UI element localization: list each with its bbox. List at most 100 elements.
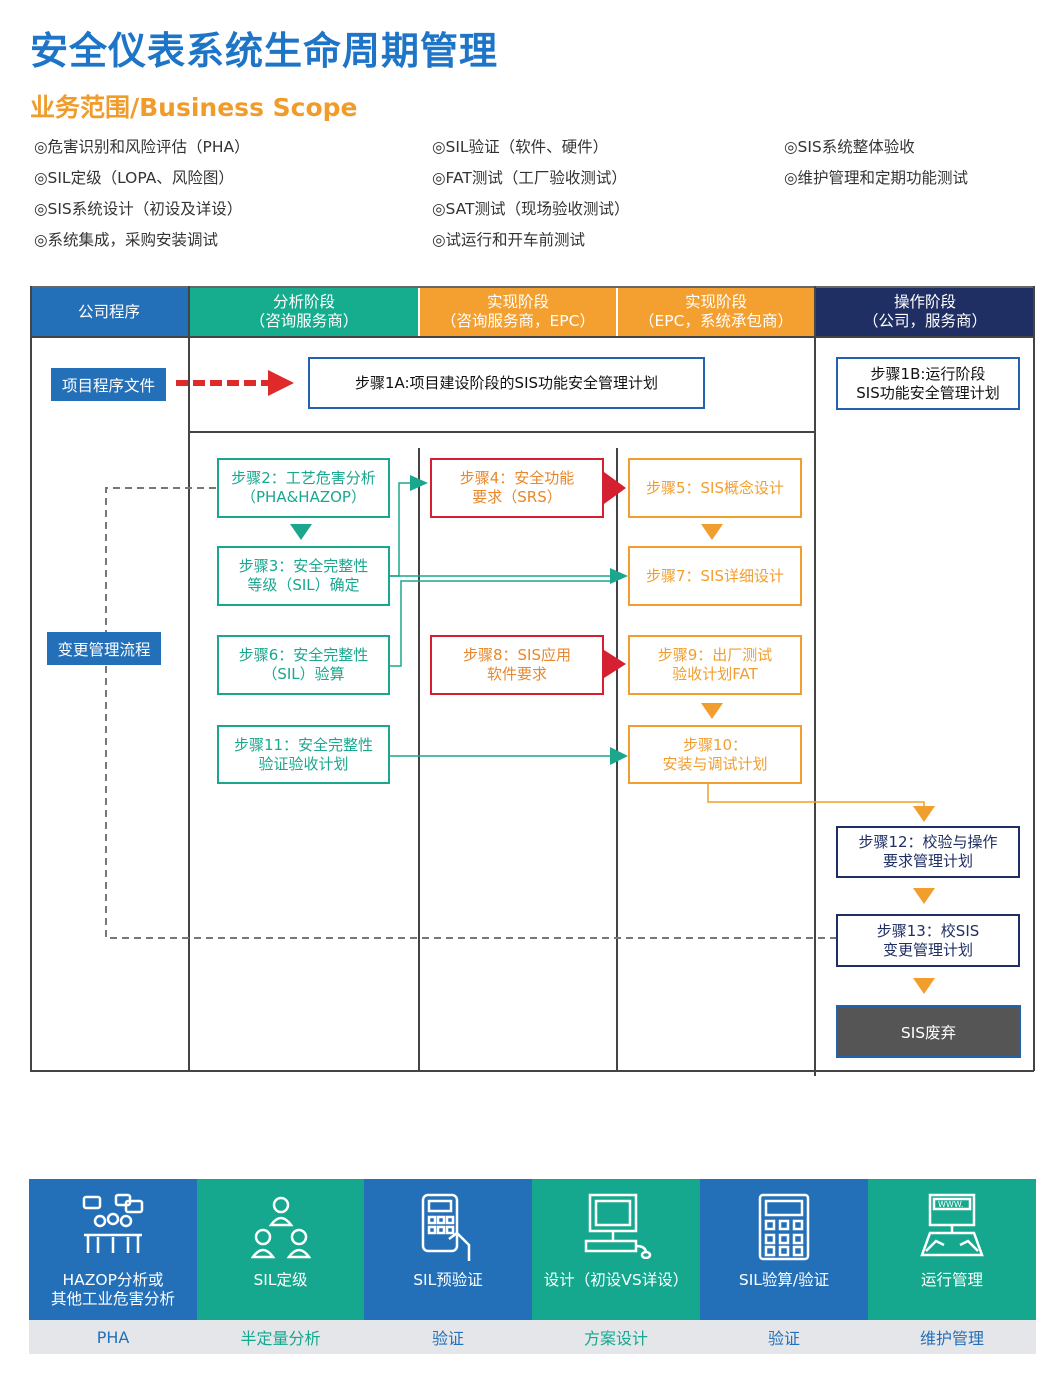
step-4-line2: 要求（SRS） [472,488,562,506]
tile-pha-line2: 其他工业危害分析 [50,1290,175,1308]
step-12-box: 步骤12：校验与操作 要求管理计划 [836,826,1020,878]
tile-design-label: 设计（初设VS详设） [543,1271,689,1289]
header-impl1-line1: 实现阶段 [486,293,549,311]
scope-item: ◎系统集成，采购安装调试 [34,231,219,249]
step-11-line2: 验证验收计划 [258,754,349,773]
change-management-label: 变更管理流程 [47,632,161,665]
frame-col1 [188,286,190,1071]
step-1a-label: 步骤1A:项目建设阶段的SIS功能安全管理计划 [354,373,659,392]
scope-item: ◎SIS系统整体验收 [784,138,915,156]
step-1b-line2: SIS功能安全管理计划 [856,383,1000,402]
header-analysis: 分析阶段 （咨询服务商） [190,288,418,336]
tile-sil-rating-sub: 半定量分析 [197,1320,364,1354]
people-hierarchy-icon [250,1193,311,1263]
step-3-line1: 步骤3：安全完整性 [238,557,369,575]
scope-item: ◎试运行和开车前测试 [432,231,586,249]
header-analysis-line1: 分析阶段 [272,293,335,311]
scope-item: ◎FAT测试（工厂验收测试） [432,169,627,187]
scope-item: ◎危害识别和风险评估（PHA） [34,138,250,156]
step-1a-box: 步骤1A:项目建设阶段的SIS功能安全管理计划 [308,357,705,409]
header-company-label: 公司程序 [77,302,140,321]
step-10-box: 步骤10： 安装与调试计划 [628,725,802,784]
step-8-line2: 软件要求 [486,665,547,683]
frame-mid-line [188,431,816,433]
step-3-box: 步骤3：安全完整性 等级（SIL）确定 [217,546,390,606]
flow-connectors [105,370,935,994]
frame-col4 [814,286,816,1076]
step-3-line2: 等级（SIL）确定 [247,576,360,594]
tile-pha-line1: HAZOP分析或 [62,1271,164,1289]
meeting-icon [78,1193,148,1263]
scope-item: ◎SIL验证（软件、硬件） [432,138,609,156]
step-5-box: 步骤5：SIS概念设计 [628,458,802,518]
handheld-device-icon [413,1193,483,1267]
tile-design-sub: 方案设计 [532,1320,700,1354]
step-6-line2: （SIL）验算 [262,665,345,683]
step-13-box: 步骤13：校SIS 变更管理计划 [836,914,1020,967]
header-ops-line2: （公司，服务商） [862,312,987,330]
sis-scrap-box: SIS废弃 [836,1005,1021,1058]
frame-header-bottom [30,336,1034,338]
header-impl1-line2: （咨询服务商，EPC） [441,312,595,330]
step-13-line1: 步骤13：校SIS [876,921,980,940]
step-1b-box: 步骤1B:运行阶段 SIS功能安全管理计划 [836,357,1020,410]
step-2-line1: 步骤2：工艺危害分析 [231,469,376,487]
step-12-line2: 要求管理计划 [882,852,973,870]
frame-top [30,286,1034,288]
tile-sil-calc-sub: 验证 [700,1320,868,1354]
tile-design: 设计（初设VS详设） [532,1179,700,1320]
svg-text:WWW.: WWW. [938,1200,963,1209]
header-analysis-line2: （咨询服务商） [249,312,359,330]
page-subtitle: 业务范围/Business Scope [30,93,358,122]
step-11-line1: 步骤11：安全完整性 [233,735,374,754]
tile-operations: WWW. 运行管理 [868,1179,1036,1320]
step-7-label: 步骤7：SIS详细设计 [645,566,784,585]
tile-sil-calc: SIL验算/验证 [700,1179,868,1320]
tile-operations-sub: 维护管理 [868,1320,1036,1354]
tile-sil-rating: SIL定级 [197,1179,364,1320]
header-impl-epc: 实现阶段 （EPC，系统承包商） [618,288,814,336]
step-13-line2: 变更管理计划 [882,940,973,959]
step-4-box: 步骤4：安全功能 要求（SRS） [430,458,604,518]
calculator-icon [756,1193,812,1265]
scope-item: ◎SAT测试（现场验收测试） [432,200,630,218]
header-operations: 操作阶段 （公司，服务商） [816,288,1034,336]
tile-sil-preverify-sub: 验证 [364,1320,532,1354]
step-9-line1: 步骤9：出厂测试 [657,646,773,664]
tile-sil-rating-label: SIL定级 [253,1271,308,1289]
scope-item: ◎SIS系统设计（初设及详设） [34,200,243,218]
step-10-line2: 安装与调试计划 [662,754,768,773]
typing-computer-icon: WWW. [916,1193,988,1265]
step-8-line1: 步骤8：SIS应用 [462,646,571,664]
header-company: 公司程序 [30,288,188,336]
header-impl2-line2: （EPC，系统承包商） [639,312,793,330]
step-6-line1: 步骤6：安全完整性 [238,646,369,664]
project-docs-label: 项目程序文件 [51,368,166,401]
header-impl2-line1: 实现阶段 [684,293,747,311]
frame-right [1033,286,1035,1071]
tile-sil-preverify: SIL预验证 [364,1179,532,1320]
scope-item: ◎SIL定级（LOPA、风险图） [34,169,234,187]
page-title: 安全仪表系统生命周期管理 [30,29,499,73]
step-11-box: 步骤11：安全完整性 验证验收计划 [217,725,390,784]
tile-sil-preverify-label: SIL预验证 [413,1271,483,1289]
step-9-box: 步骤9：出厂测试 验收计划FAT [628,635,802,695]
step-12-line1: 步骤12：校验与操作 [858,833,998,851]
step-2-box: 步骤2：工艺危害分析 （PHA&HAZOP） [217,458,390,518]
scope-item: ◎维护管理和定期功能测试 [784,169,969,187]
step-2-line2: （PHA&HAZOP） [241,488,366,506]
step-9-line2: 验收计划FAT [672,665,758,683]
step-8-box: 步骤8：SIS应用 软件要求 [430,635,604,695]
step-5-label: 步骤5：SIS概念设计 [645,478,784,497]
tile-pha-sub: PHA [29,1320,197,1354]
tile-operations-label: 运行管理 [920,1271,983,1289]
frame-bottom [30,1070,1034,1072]
sis-scrap-label: SIS废弃 [900,1023,957,1042]
frame-left [30,286,32,1071]
step-7-box: 步骤7：SIS详细设计 [628,546,802,606]
tile-sil-calc-label: SIL验算/验证 [738,1271,830,1289]
header-impl-consult: 实现阶段 （咨询服务商，EPC） [420,288,616,336]
header-ops-line1: 操作阶段 [893,293,956,311]
computer-icon [580,1193,652,1263]
frame-col2 [418,448,420,1070]
